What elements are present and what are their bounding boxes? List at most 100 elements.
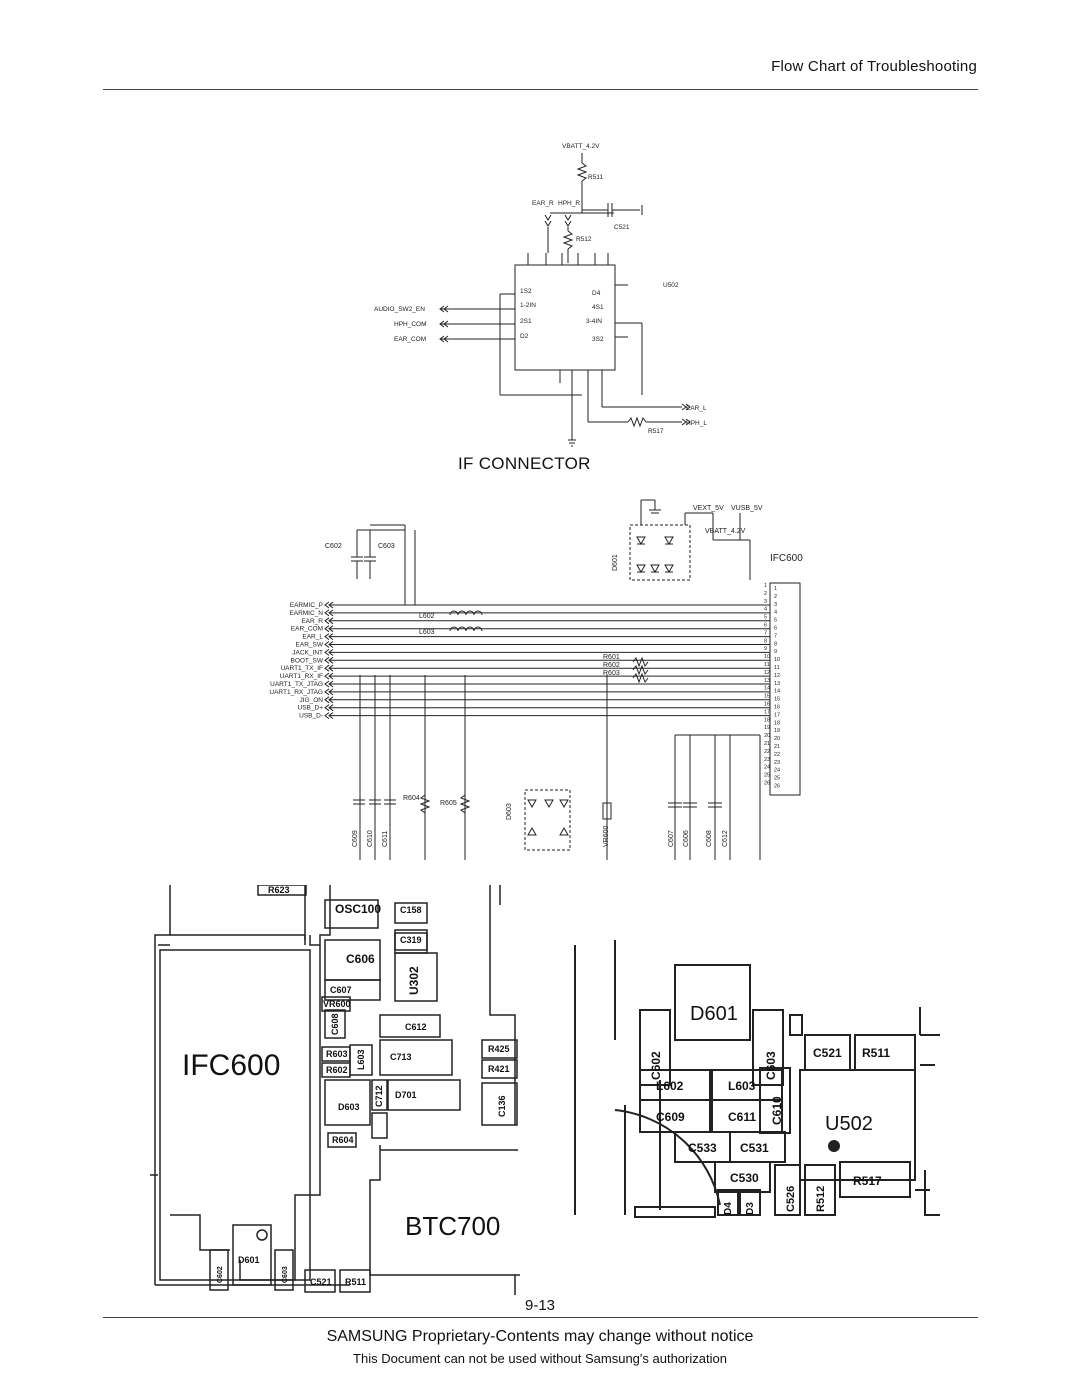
l602-label: L602: [419, 613, 435, 620]
signal-label: EAR_R: [301, 618, 323, 625]
pin-number: 16: [764, 702, 770, 708]
pin-number: 22: [764, 749, 770, 755]
pcb-r-l602: L602: [656, 1079, 684, 1093]
pin-number: 9: [764, 646, 767, 652]
signal-arrow: [324, 633, 334, 640]
r604-label: R604: [403, 795, 420, 802]
footer-rule: [103, 1317, 978, 1318]
pin-number: 15: [774, 697, 780, 703]
u502-schematic: VBATT_4.2V R511 EAR_R HPH_R R512 C521 U5…: [374, 143, 707, 447]
footer-notice: SAMSUNG Proprietary-Contents may change …: [326, 1328, 754, 1345]
pcb-l-c608: C608: [330, 1013, 340, 1035]
pin-number: 19: [764, 725, 770, 731]
pcb-r-c609: C609: [656, 1110, 685, 1124]
signal-label: UART1_TX_JTAG: [270, 681, 323, 688]
pin-number: 26: [774, 784, 780, 790]
pin-number: 8: [764, 638, 767, 644]
c608-label: C608: [706, 830, 713, 847]
pcb-r-c533: C533: [688, 1141, 717, 1155]
pin-number: 9: [774, 649, 777, 655]
signal-arrow: [324, 625, 334, 633]
r603-label: R603: [603, 670, 620, 677]
pin-number: 12: [774, 673, 780, 679]
pin-3s2: 3S2: [592, 336, 604, 343]
signal-arrow: [324, 696, 334, 704]
pcb-r-c610: C610: [770, 1096, 784, 1125]
vext-5v-label: VEXT_5V: [693, 505, 724, 512]
d601-label: D601: [612, 554, 619, 571]
pin-number: 13: [764, 678, 770, 684]
pcb-r-r511: R511: [862, 1046, 890, 1060]
signal-arrow: [324, 617, 334, 625]
pcb-r-l603: L603: [728, 1079, 756, 1093]
pin-number: 20: [764, 733, 770, 739]
pin-number: 19: [774, 728, 780, 734]
pcb-l-c158: C158: [400, 905, 422, 915]
signal-arrow: [324, 680, 334, 688]
pin-number: 24: [774, 768, 780, 774]
c610-label: C610: [367, 830, 374, 847]
pcb-l-c612: C612: [405, 1022, 427, 1032]
pin-number: 10: [774, 657, 780, 663]
r601-label: R601: [603, 654, 620, 661]
pcb-r-c526: C526: [785, 1186, 797, 1212]
pcb-r-r512: R512: [815, 1186, 827, 1212]
pcb-l-c607: C607: [330, 985, 352, 995]
signal-label: UART1_RX_IF: [280, 673, 323, 680]
signal-arrow: [324, 641, 334, 648]
signal-label: EAR_L: [302, 634, 323, 641]
pcb-r-d3: D3: [745, 1202, 756, 1215]
ear-r-net: EAR_R: [532, 200, 554, 207]
pcb-l-d603: D603: [338, 1102, 360, 1112]
pcb-r-c530: C530: [730, 1171, 759, 1185]
hph-l-net: HPH_L: [686, 420, 707, 427]
pin-number: 24: [764, 765, 770, 771]
ifc600-ref: IFC600: [770, 553, 803, 564]
page-header-title: Flow Chart of Troubleshooting: [771, 58, 977, 75]
pin-number: 10: [764, 654, 770, 660]
r602-label: R602: [603, 662, 620, 669]
pcb-layout-left: R623 OSC100 C158 C606 C319 C607 U302 VR6…: [150, 885, 520, 1295]
signal-label: JIG_ON: [300, 697, 324, 704]
r511-label: R511: [588, 174, 603, 181]
header-rule: [103, 89, 978, 90]
signal-arrow: [324, 712, 334, 719]
pcb-l-vr600: VR600: [323, 999, 351, 1009]
pin-number: 3: [774, 602, 777, 608]
ear-l-net: EAR_L: [686, 405, 707, 412]
pin-number: 22: [774, 752, 780, 758]
pin-d4: D4: [592, 290, 601, 297]
pcb-l-c712: C712: [374, 1085, 384, 1107]
signal-label: UART1_TX_IF: [280, 665, 323, 672]
pcb-r-u502: U502: [825, 1113, 873, 1135]
signal-arrow: [324, 672, 334, 680]
signal-arrow: [324, 601, 334, 609]
pcb-l-r421: R421: [488, 1064, 510, 1074]
pcb-l-osc100: OSC100: [335, 902, 381, 916]
pin-number: 15: [764, 694, 770, 700]
signal-label: EARMIC_P: [290, 602, 323, 609]
pcb-r-d601: D601: [690, 1003, 738, 1025]
pcb-l-c319: C319: [400, 935, 422, 945]
c612-label: C612: [722, 830, 729, 847]
l603-label: L603: [419, 629, 435, 636]
pcb-r-c521: C521: [813, 1046, 842, 1060]
u502-ref: U502: [663, 282, 679, 289]
pcb-r-c611: C611: [728, 1110, 756, 1124]
pin-number: 5: [764, 615, 767, 621]
pcb-l-r603: R603: [326, 1049, 348, 1059]
hph-com-label: HPH_COM: [394, 321, 427, 328]
pin-number: 5: [774, 618, 777, 624]
pin-number: 17: [764, 709, 770, 715]
pin-2s1: 2S1: [520, 318, 532, 325]
pcb-l-l603: L603: [356, 1049, 366, 1070]
pcb-l-d601: D601: [238, 1255, 260, 1265]
pin-number: 14: [764, 686, 770, 692]
pcb-l-c603: C603: [282, 1266, 289, 1283]
signal-label: EAR_COM: [291, 626, 323, 633]
pin-number: 26: [764, 781, 770, 787]
ifc600-schematic: VEXT_5V VUSB_5V VBATT_4.2V C602 C603 L60…: [269, 499, 803, 860]
pcb-l-c606: C606: [346, 952, 375, 966]
vbatt-conn-label: VBATT_4.2V: [705, 528, 746, 535]
pin-number: 23: [764, 757, 770, 763]
